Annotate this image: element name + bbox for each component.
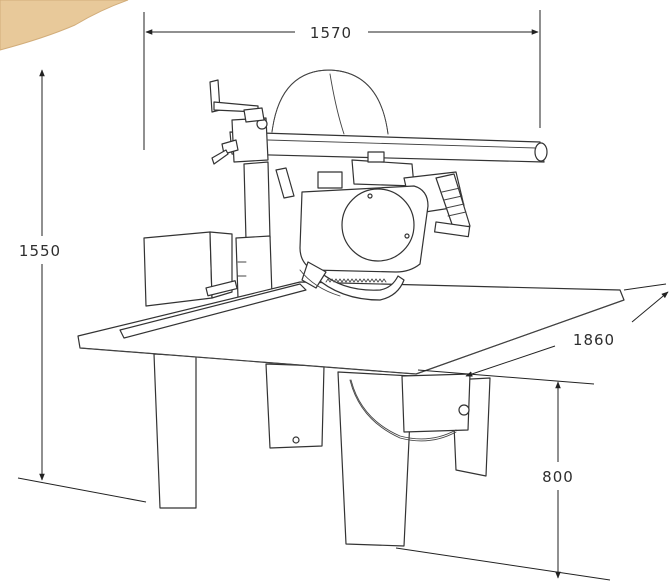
- depth-label: 1860: [573, 331, 615, 349]
- lower-motor-box: [401, 373, 471, 433]
- rear-left-leg: [265, 363, 325, 449]
- front-left-leg: [153, 353, 197, 509]
- dimension-depth: 1860: [417, 283, 669, 385]
- column-lower: [235, 235, 273, 299]
- front-right-leg: [337, 371, 413, 547]
- height-label: 1550: [19, 242, 61, 260]
- rear-box: [143, 231, 213, 307]
- width-label: 1570: [310, 24, 352, 42]
- dimension-table-height: 800: [395, 381, 611, 581]
- dimension-height: 1550: [17, 69, 147, 503]
- dimension-width: 1570: [143, 10, 541, 150]
- table-height-label: 800: [542, 468, 574, 486]
- wood-corner: [0, 0, 129, 51]
- column-upper: [243, 161, 271, 241]
- fence: [119, 283, 307, 339]
- radial-arm-saw: [77, 69, 625, 547]
